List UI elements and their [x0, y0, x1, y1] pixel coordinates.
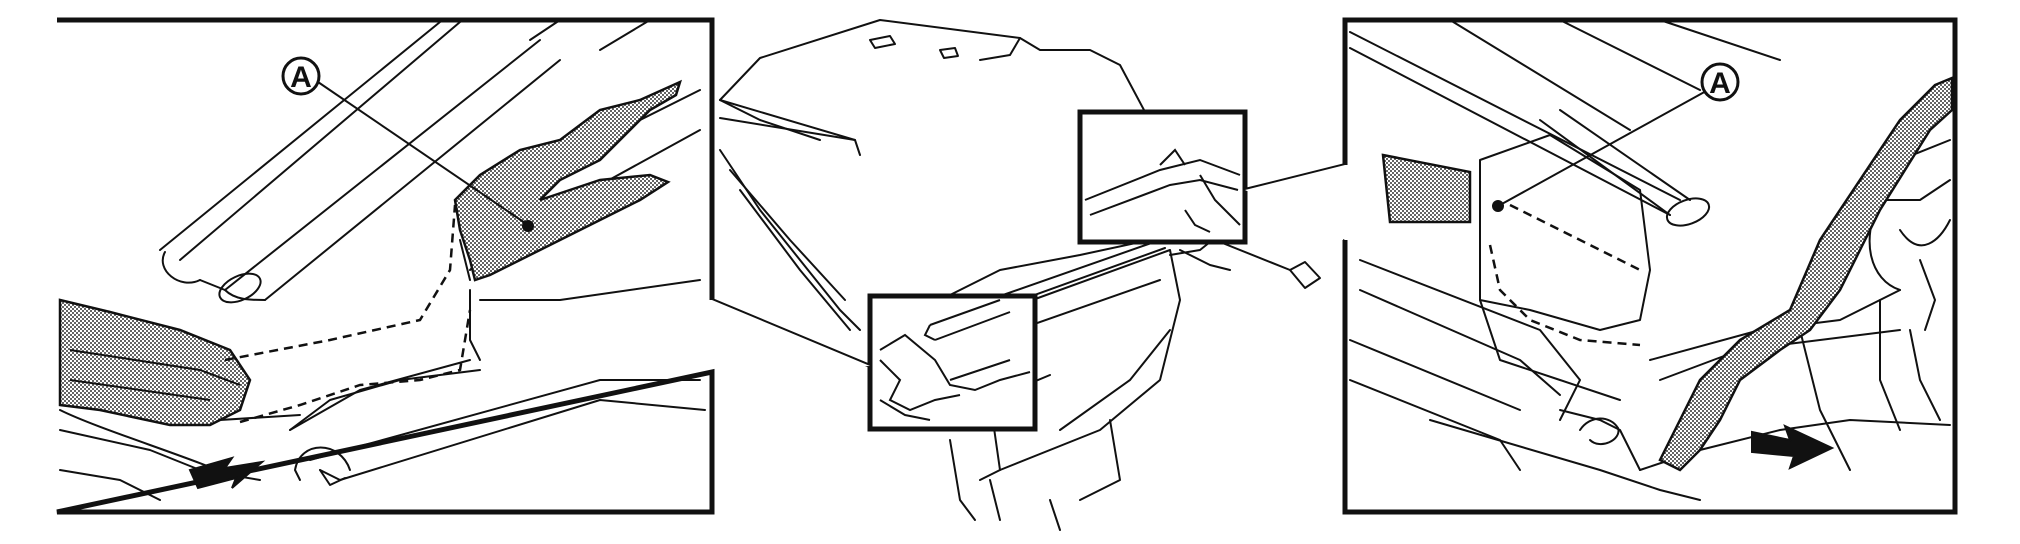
right-dashed-line-lower [1488, 244, 1641, 347]
right-callout-label-a: A [1709, 67, 1731, 100]
left-dashed-line-lower [239, 309, 472, 424]
right-callout: A [1245, 17, 1958, 515]
right-hatched-band [1658, 76, 1954, 472]
overview-detail-box-upper [1077, 109, 1248, 245]
right-dashed-line-upper [1509, 203, 1641, 272]
overview-cable [719, 99, 861, 156]
left-callout: A [56, 17, 870, 515]
left-direction-arrow [188, 456, 266, 490]
right-direction-arrow [1751, 424, 1835, 470]
left-dashed-line-upper [224, 204, 457, 362]
overview-lid [719, 19, 1171, 316]
left-hatched-clip [453, 79, 683, 282]
overview-detail-box-lower [867, 293, 1038, 432]
left-callout-label-a: A [290, 61, 312, 94]
right-hatched-pad [1381, 153, 1472, 224]
center-overview [719, 19, 1321, 531]
